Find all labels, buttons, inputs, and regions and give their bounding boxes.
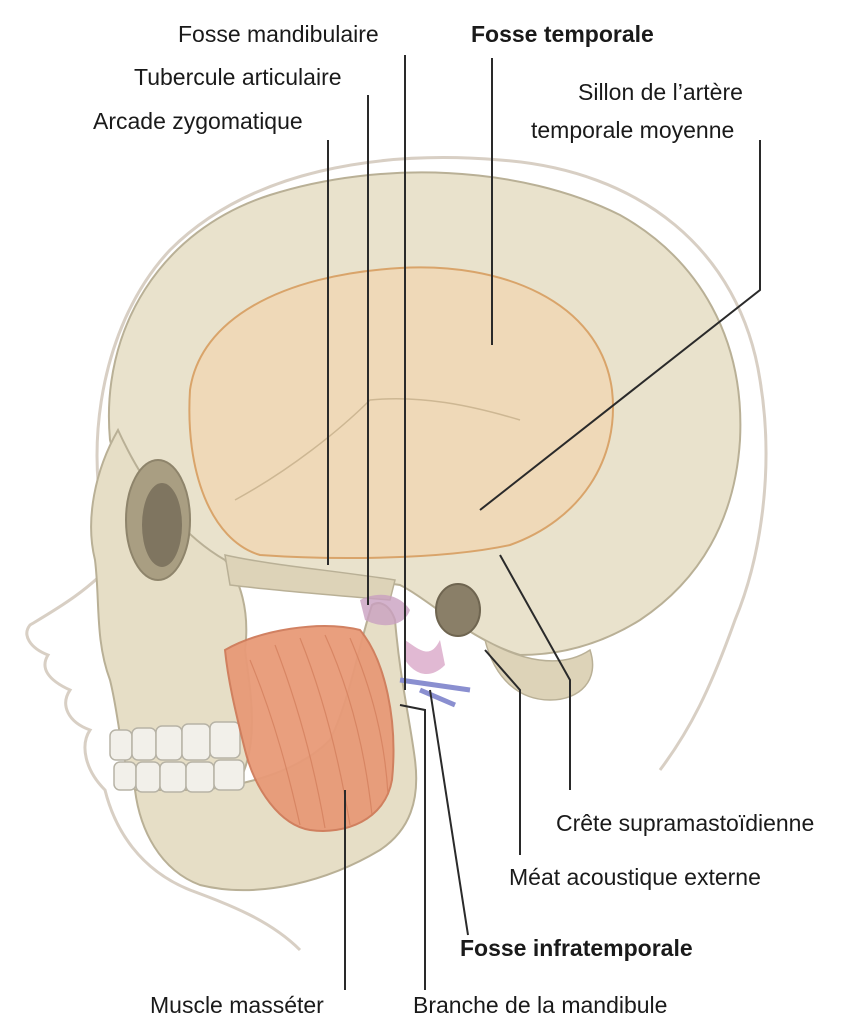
temporal-fossa (189, 267, 613, 558)
vessel (400, 680, 470, 705)
external-acoustic-meatus (436, 584, 480, 636)
orbit-inner (142, 483, 182, 567)
label-arcade-zygomatique: Arcade zygomatique (93, 108, 303, 134)
label-sillon-line2: temporale moyenne (531, 117, 734, 143)
label-tubercule-articulaire: Tubercule articulaire (134, 64, 342, 90)
infratemporal-vessels (405, 640, 445, 674)
label-sillon-line1: Sillon de l’artère (578, 79, 743, 105)
label-fosse-infratemporale: Fosse infratemporale (460, 935, 693, 961)
label-meat-acoustique: Méat acoustique externe (509, 864, 761, 890)
label-muscle-masseter: Muscle masséter (150, 992, 324, 1018)
label-crete-supramastoidienne: Crête supramastoïdienne (556, 810, 814, 836)
teeth (110, 722, 244, 792)
label-fosse-mandibulaire: Fosse mandibulaire (178, 21, 379, 47)
label-fosse-temporale: Fosse temporale (471, 21, 654, 47)
label-branche-mandibule: Branche de la mandibule (413, 992, 667, 1018)
